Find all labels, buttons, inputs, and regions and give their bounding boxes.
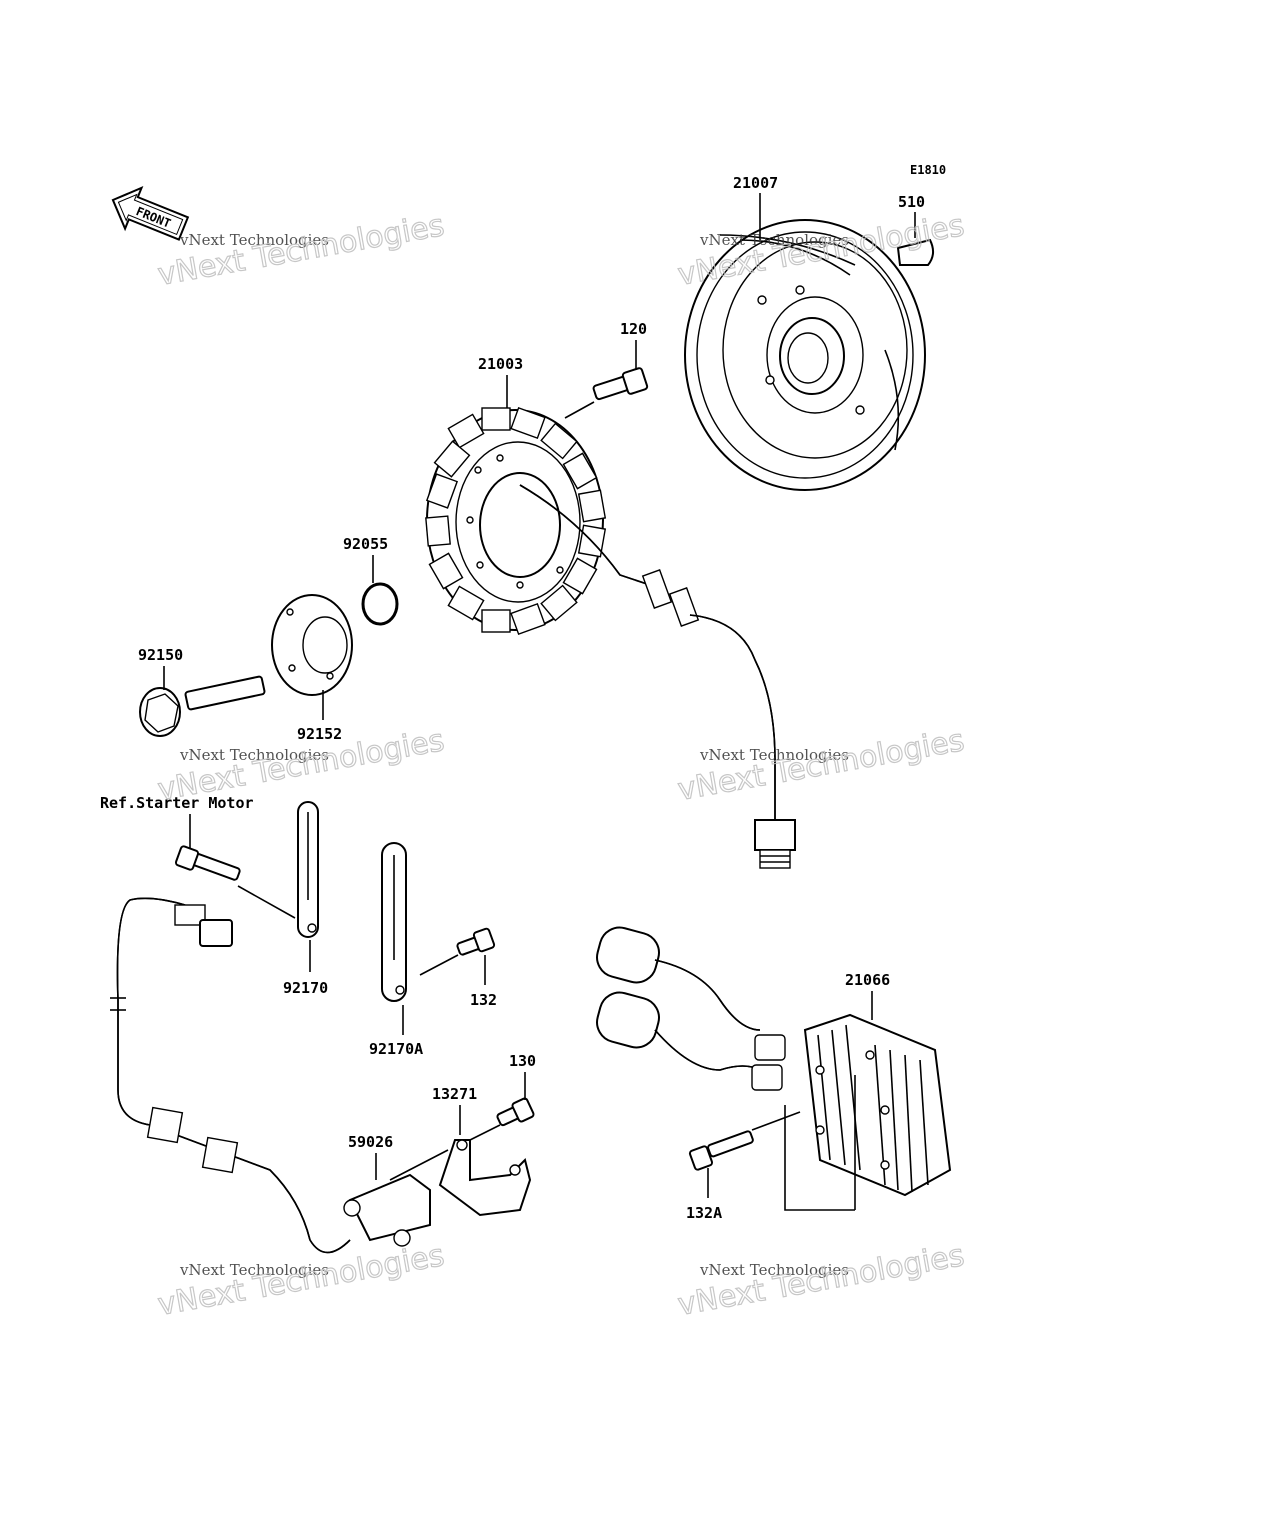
front-arrow-icon: FRONT: [111, 185, 190, 241]
diagram-code: E1810: [910, 163, 946, 177]
o-ring: [361, 582, 399, 626]
part-120-label: 120: [620, 320, 647, 338]
watermark-text: vNext Technologies: [699, 231, 849, 249]
watermark-outline-text: vNext Technologies: [675, 1238, 967, 1323]
part-13271-label: 13271: [432, 1085, 477, 1103]
clamp-short: [297, 801, 319, 938]
watermark-text: vNext Technologies: [179, 746, 329, 764]
part-92170A-label: 92170A: [369, 1040, 423, 1058]
ref-starter-motor-note: Ref.Starter Motor: [100, 794, 254, 812]
pickup-harness: [110, 897, 351, 1254]
part-132-label: 132: [470, 991, 497, 1009]
watermark-text: vNext Technologies: [179, 1261, 329, 1279]
watermark-outline-text: vNext Technologies: [675, 723, 967, 808]
stator-coil: [425, 406, 796, 869]
flywheel-rotor: [684, 219, 926, 491]
regulator-rectifier: [596, 926, 952, 1197]
part-21007-label: 21007: [733, 174, 778, 192]
part-59026-label: 59026: [348, 1133, 393, 1151]
bolt-130: [469, 1097, 535, 1141]
woodruff-key: [896, 238, 934, 266]
part-21003-label: 21003: [478, 355, 523, 373]
watermark-text: vNext Technologies: [179, 231, 329, 249]
flange-bolt: [139, 675, 266, 737]
clamp-long: [381, 842, 407, 1002]
part-21066-label: 21066: [845, 971, 890, 989]
watermark-text: vNext Technologies: [699, 1261, 849, 1279]
watermark-text: vNext Technologies: [699, 746, 849, 764]
stator-bolt: [564, 367, 649, 419]
part-92170-label: 92170: [283, 979, 328, 997]
pickup-coil: [343, 1173, 431, 1247]
collar-spacer: [271, 594, 353, 696]
part-510-label: 510: [898, 193, 925, 211]
part-130-label: 130: [509, 1052, 536, 1070]
part-92055-label: 92055: [343, 535, 388, 553]
starter-bolt: [174, 845, 296, 919]
bracket: [438, 1139, 532, 1217]
part-132A-label: 132A: [686, 1204, 722, 1222]
bolt-132: [419, 927, 496, 976]
part-92150-label: 92150: [138, 646, 183, 664]
part-92152-label: 92152: [297, 725, 342, 743]
watermark-outline-text: vNext Technologies: [155, 208, 447, 293]
bolt-132A: [688, 1111, 801, 1171]
watermark-outline-text: vNext Technologies: [155, 1238, 447, 1323]
